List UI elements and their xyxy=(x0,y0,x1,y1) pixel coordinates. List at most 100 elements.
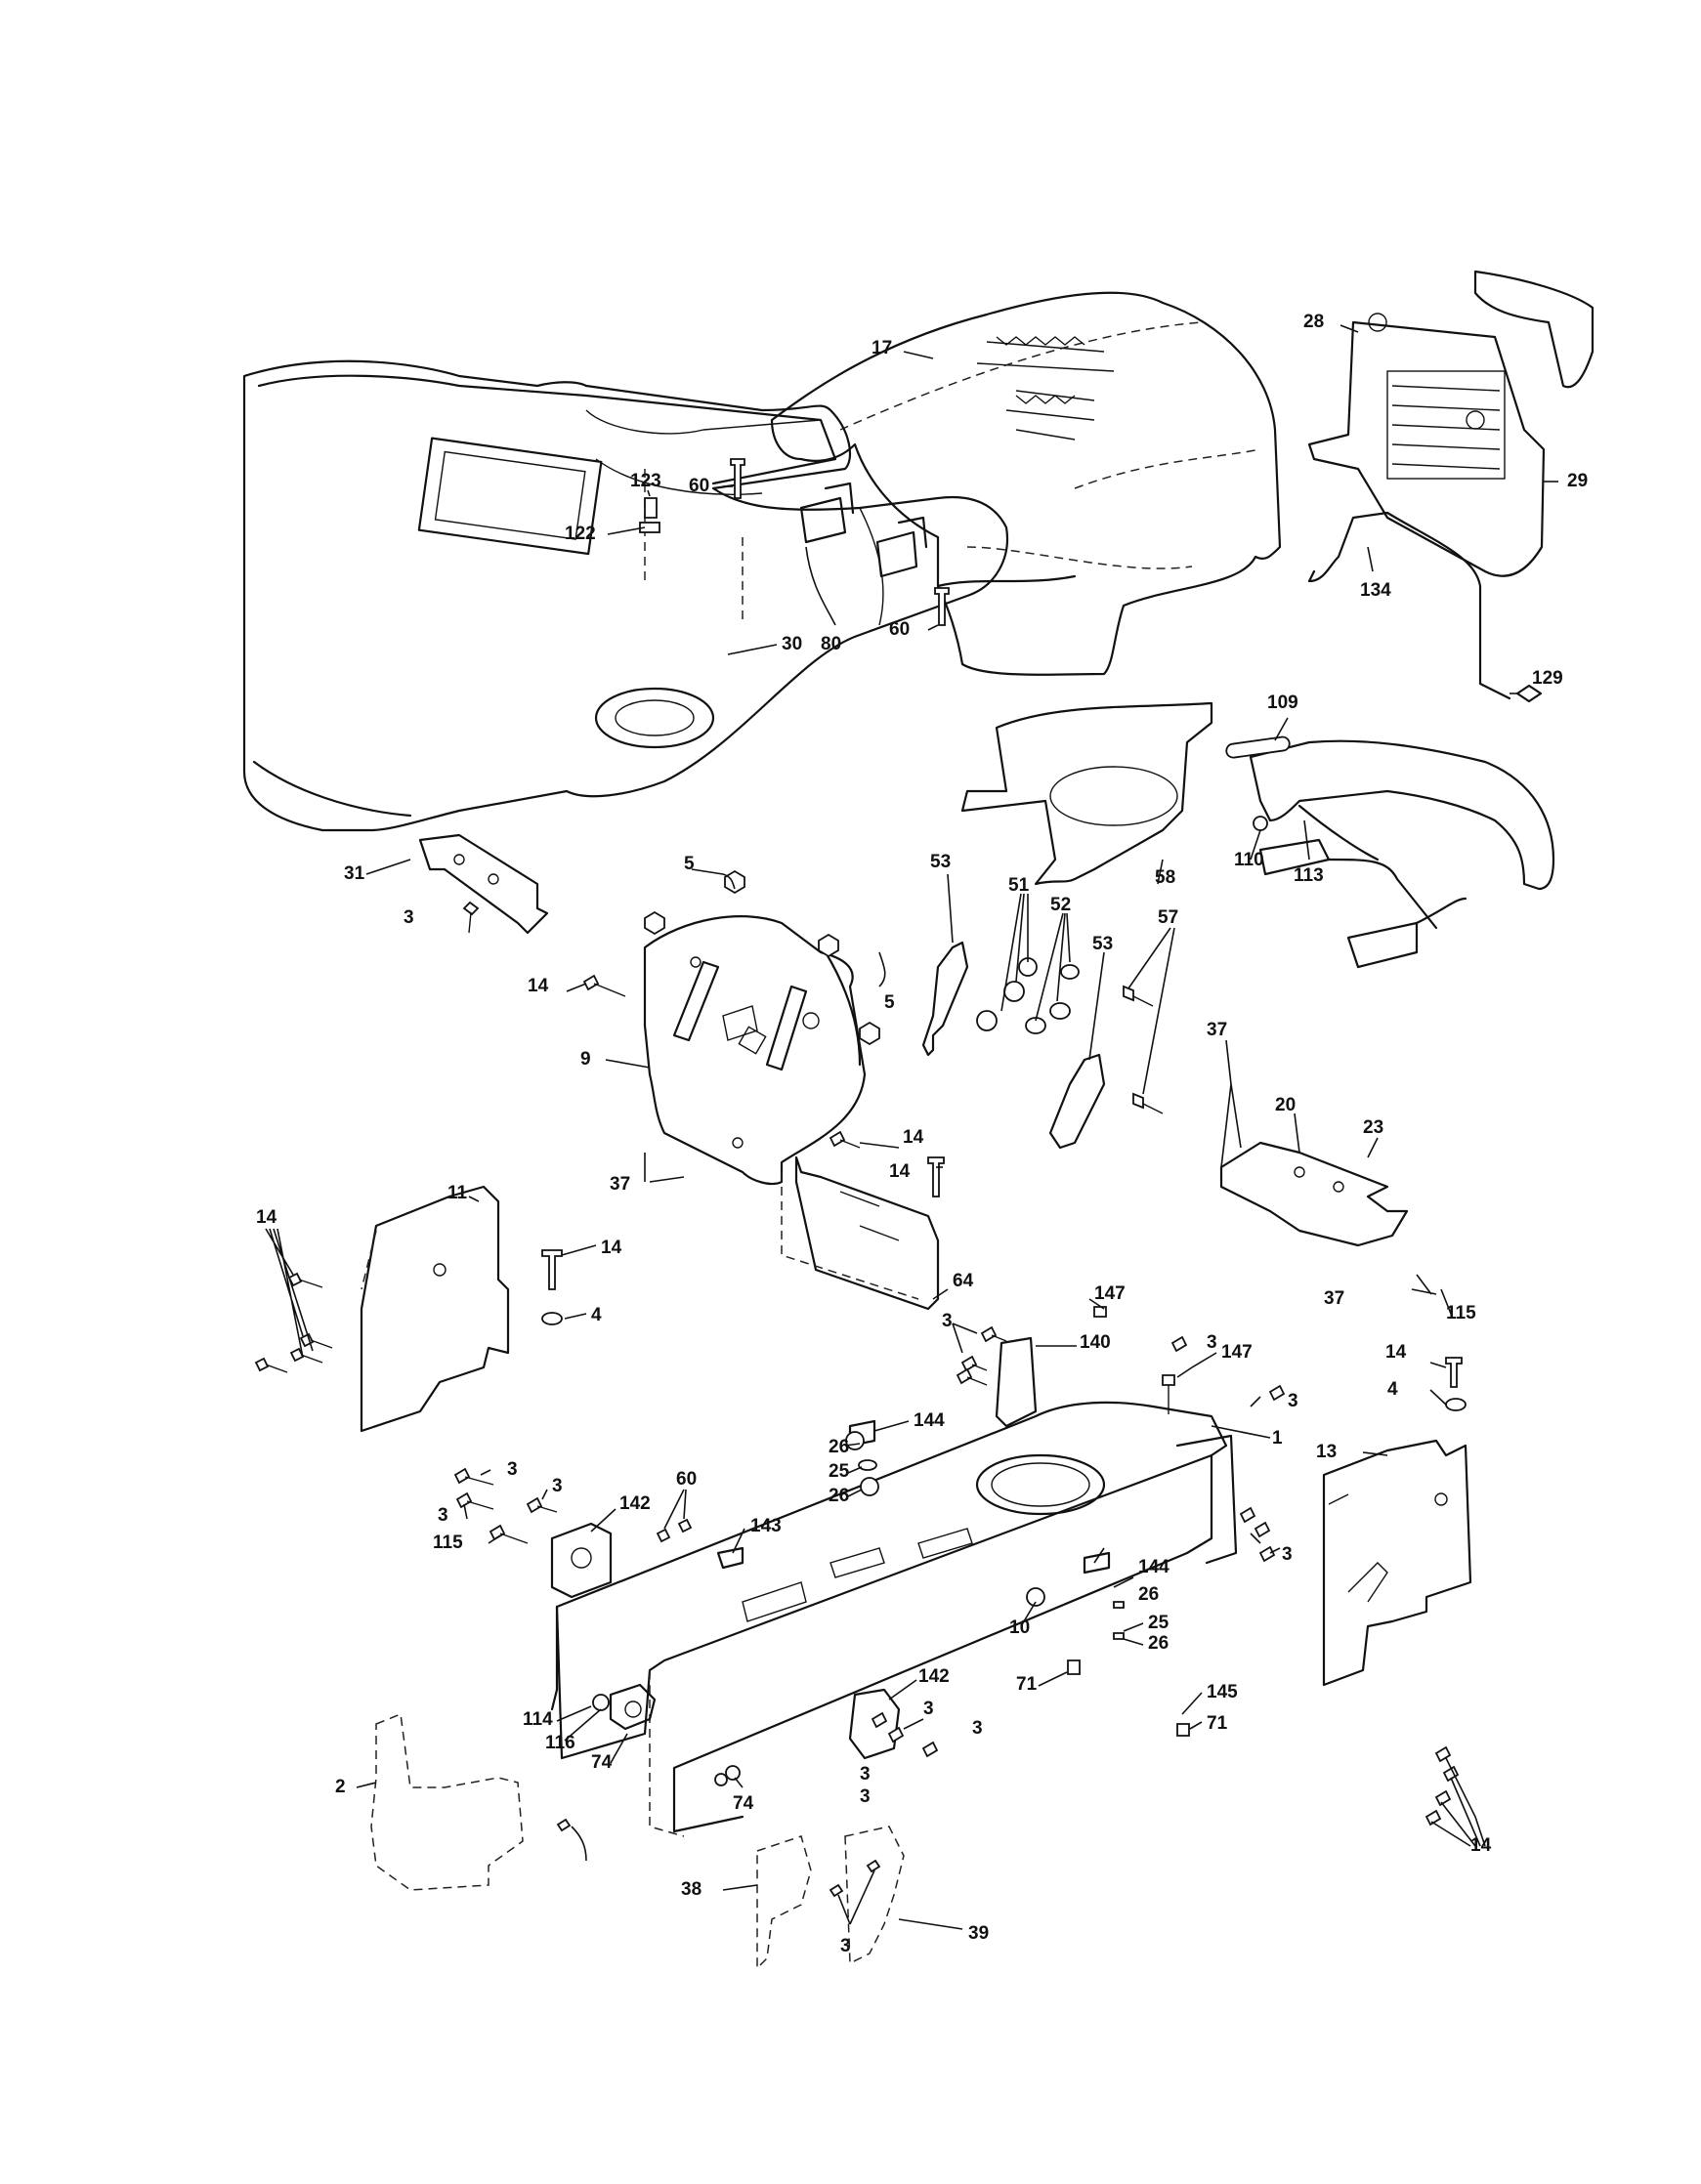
callout-51: 51 xyxy=(1008,875,1030,896)
lower-left-plate-part xyxy=(370,1712,524,1891)
pedal-bracket-part xyxy=(1219,1141,1409,1247)
callout-3f: 3 xyxy=(552,1476,563,1496)
bracket-53-part xyxy=(921,941,1106,1150)
callout-116: 116 xyxy=(545,1733,575,1753)
callout-74b: 74 xyxy=(733,1793,754,1814)
callout-37b: 37 xyxy=(1207,1020,1227,1040)
callout-26c: 26 xyxy=(1138,1584,1159,1605)
bolt-60-part xyxy=(639,458,950,626)
support-bracket-140-part xyxy=(995,1336,1038,1428)
callout-71a: 71 xyxy=(1016,1674,1038,1695)
callout-5a: 5 xyxy=(684,854,695,874)
callout-3b: 3 xyxy=(942,1311,953,1331)
callout-26d: 26 xyxy=(1148,1633,1169,1654)
callout-37c: 37 xyxy=(1324,1288,1344,1309)
bracket-143-part xyxy=(716,1546,744,1570)
hood-bumper-part xyxy=(799,482,928,578)
callout-3l: 3 xyxy=(860,1786,871,1807)
callout-110: 110 xyxy=(1234,850,1264,870)
plate-38-part xyxy=(756,1835,812,1970)
callout-3a: 3 xyxy=(404,907,414,928)
hood-part xyxy=(770,291,1282,676)
callout-14g: 14 xyxy=(1470,1835,1492,1856)
callout-1: 1 xyxy=(1272,1428,1283,1449)
callout-134: 134 xyxy=(1360,580,1391,601)
callout-28: 28 xyxy=(1303,312,1324,332)
left-side-plate-part xyxy=(360,1185,510,1433)
callout-31: 31 xyxy=(344,863,365,884)
callout-147a: 147 xyxy=(1094,1283,1126,1304)
callout-80: 80 xyxy=(821,634,841,654)
callout-2: 2 xyxy=(335,1777,346,1797)
callout-37a: 37 xyxy=(610,1174,630,1195)
callout-5b: 5 xyxy=(884,992,895,1013)
callout-140: 140 xyxy=(1080,1332,1111,1353)
callout-3g: 3 xyxy=(438,1505,448,1526)
front-bracket-part xyxy=(781,1155,940,1311)
callout-52: 52 xyxy=(1050,895,1071,915)
callout-14a: 14 xyxy=(528,976,549,996)
callout-122: 122 xyxy=(565,524,596,544)
leader-lines xyxy=(265,324,1558,1930)
washer-52-part xyxy=(1025,964,1080,1034)
callout-53b: 53 xyxy=(1092,934,1113,954)
callout-11: 11 xyxy=(447,1183,468,1203)
callout-14d: 14 xyxy=(256,1207,277,1228)
callout-123: 123 xyxy=(630,471,661,491)
callout-144b: 144 xyxy=(1138,1557,1169,1577)
bolt-3-part xyxy=(453,901,1286,1898)
callout-17: 17 xyxy=(872,338,892,358)
grille-part xyxy=(1307,313,1546,577)
callout-60a: 60 xyxy=(689,476,709,496)
bolt-60-frame-part xyxy=(656,1518,693,1543)
callout-142a: 142 xyxy=(619,1493,651,1514)
callout-26b: 26 xyxy=(829,1486,849,1506)
callout-10: 10 xyxy=(1009,1617,1030,1638)
bracket-144-part xyxy=(848,1419,1111,1575)
callout-14c: 14 xyxy=(889,1161,911,1182)
callout-144a: 144 xyxy=(914,1410,945,1431)
callout-25a: 25 xyxy=(829,1461,850,1482)
callout-3j: 3 xyxy=(972,1718,983,1739)
callout-29: 29 xyxy=(1567,471,1588,491)
callout-60c: 60 xyxy=(676,1469,697,1490)
seat-handle-part xyxy=(1225,735,1555,969)
callout-74a: 74 xyxy=(591,1752,613,1773)
hood-rod-part xyxy=(1307,511,1543,703)
bolt-57-part xyxy=(1123,985,1164,1114)
callout-115a: 115 xyxy=(1446,1303,1476,1323)
callout-38: 38 xyxy=(681,1879,702,1900)
hitch-hardware-part xyxy=(592,1683,741,1786)
seat-bracket-part xyxy=(418,833,549,935)
callout-30: 30 xyxy=(782,634,802,654)
callout-3e: 3 xyxy=(507,1459,518,1480)
callout-145: 145 xyxy=(1207,1682,1238,1702)
callout-39: 39 xyxy=(968,1923,989,1944)
callout-3k: 3 xyxy=(860,1764,871,1785)
callout-3d: 3 xyxy=(1288,1391,1298,1411)
callout-143: 143 xyxy=(750,1516,782,1536)
callout-109: 109 xyxy=(1267,693,1298,713)
callout-113: 113 xyxy=(1294,865,1324,886)
callout-53a: 53 xyxy=(930,852,951,872)
dash-support-part xyxy=(960,701,1213,886)
main-frame-part xyxy=(550,1401,1238,1837)
callout-114: 114 xyxy=(523,1709,553,1730)
callout-14b: 14 xyxy=(903,1127,924,1148)
callout-129: 129 xyxy=(1532,668,1563,689)
callout-14f: 14 xyxy=(1385,1342,1407,1363)
steering-plate-part xyxy=(643,915,867,1186)
callout-20: 20 xyxy=(1275,1095,1296,1115)
right-side-plate-part xyxy=(1322,1439,1472,1687)
bracket-142-part xyxy=(550,1522,901,1760)
callout-142b: 142 xyxy=(918,1666,950,1687)
callout-14e: 14 xyxy=(601,1238,622,1258)
headlight-lens-part xyxy=(1473,270,1595,389)
callout-3h: 3 xyxy=(1282,1544,1293,1565)
nut-5-part xyxy=(644,869,880,1046)
callout-3c: 3 xyxy=(1207,1332,1217,1353)
callout-64: 64 xyxy=(953,1271,974,1291)
callout-115b: 115 xyxy=(433,1533,463,1553)
